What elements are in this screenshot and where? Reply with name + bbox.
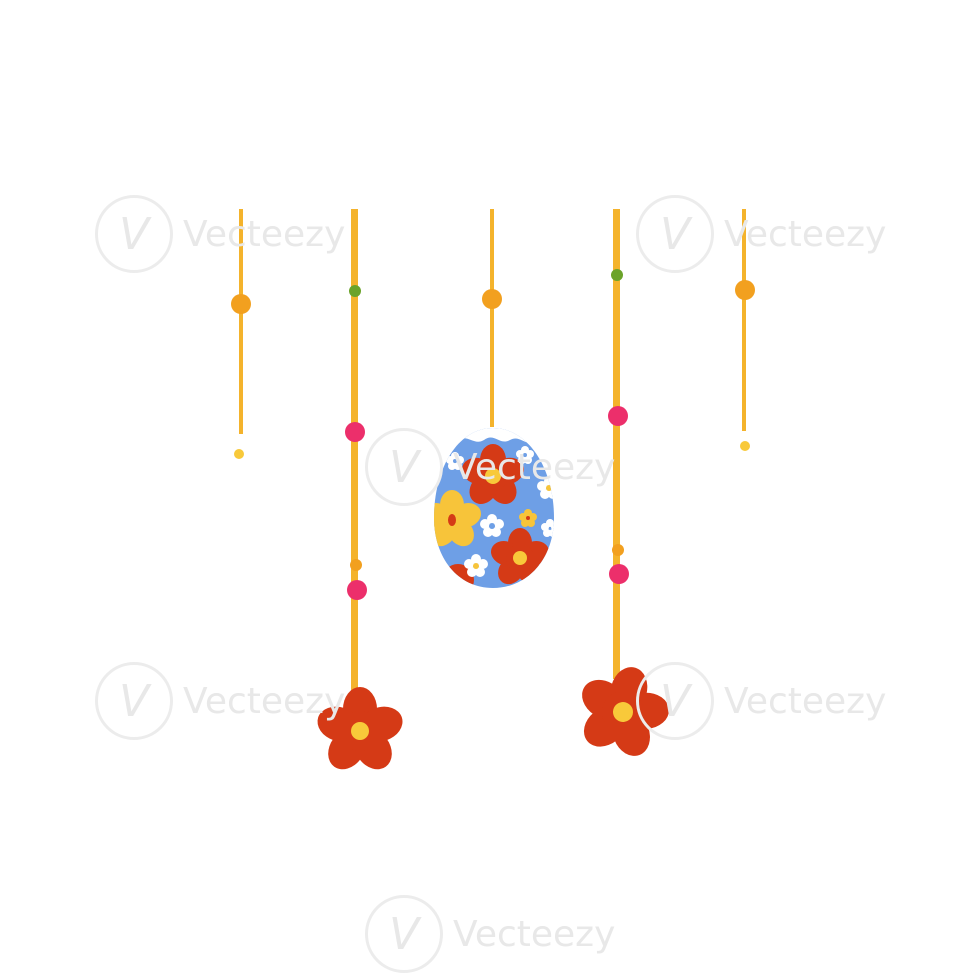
egg-flower-white [516, 446, 534, 464]
pink-bead [347, 580, 367, 600]
string [490, 209, 494, 427]
string [742, 209, 746, 431]
orange-bead [350, 559, 362, 571]
egg-flower-yellow [434, 490, 482, 547]
strand-1 [231, 209, 251, 459]
strand-5 [735, 209, 755, 451]
string [239, 209, 243, 434]
egg-flower-small-yellow [519, 509, 537, 527]
flower-center [613, 702, 633, 722]
orange-bead [231, 294, 251, 314]
flower-center [351, 722, 369, 740]
string [351, 209, 358, 707]
pink-bead [609, 564, 629, 584]
red-flower [317, 687, 403, 770]
strand-4 [582, 209, 669, 756]
egg-flower-red [462, 444, 524, 504]
string [613, 209, 620, 679]
orange-bead [612, 544, 624, 556]
strand-3 [434, 209, 554, 588]
easter-egg [434, 428, 554, 588]
egg-flower-red [490, 528, 550, 585]
egg-flower-white [480, 514, 504, 537]
red-flower [582, 667, 669, 756]
green-bead [611, 269, 623, 281]
pink-bead [345, 422, 365, 442]
egg-flower-white [464, 554, 488, 577]
green-bead [349, 285, 361, 297]
strand-2 [317, 209, 403, 770]
pink-bead [608, 406, 628, 426]
orange-bead [482, 289, 502, 309]
drop-bead [234, 449, 244, 459]
drop-bead [740, 441, 750, 451]
orange-bead [735, 280, 755, 300]
